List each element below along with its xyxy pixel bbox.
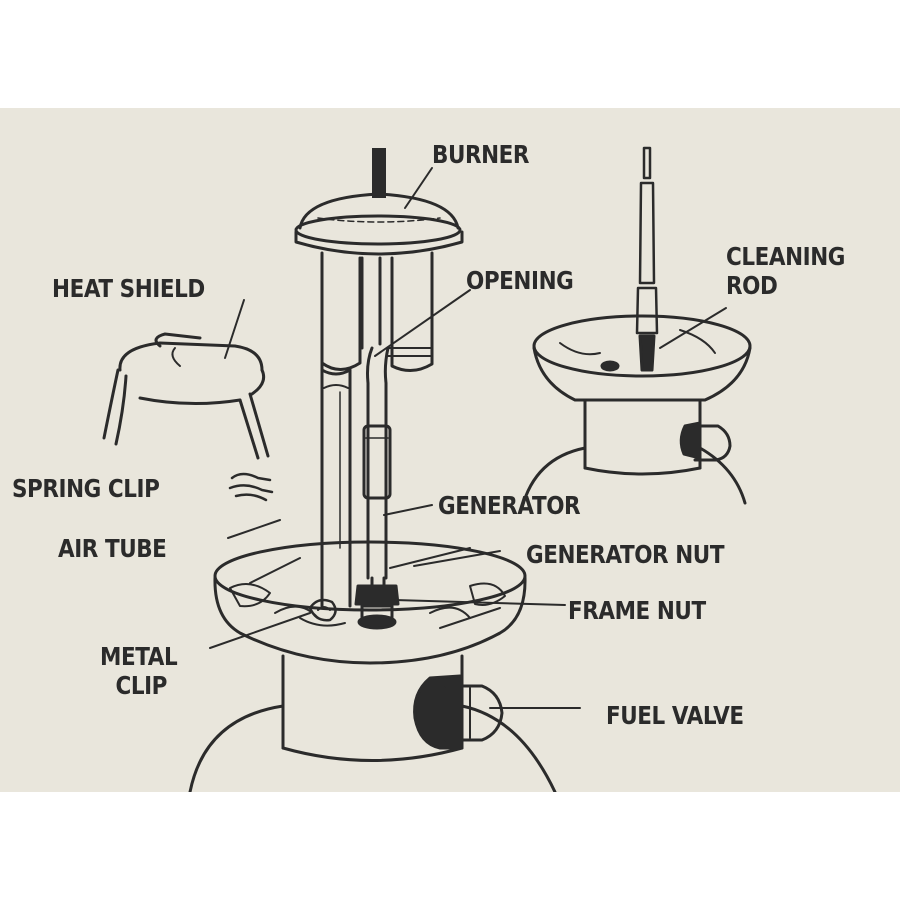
spring-clip: [228, 472, 274, 502]
leader-lines: [209, 167, 727, 709]
label-fuel-valve: FUEL VALVE: [606, 701, 744, 730]
label-air-tube: AIR TUBE: [58, 534, 167, 563]
generator-tube: [362, 346, 392, 588]
air-tube: [320, 361, 352, 608]
label-cleaning-rod-line2: ROD: [726, 271, 778, 300]
label-spring-clip: SPRING CLIP: [12, 474, 160, 503]
burner-cap: [294, 148, 464, 256]
label-cleaning-rod-line1: CLEANING: [726, 242, 846, 271]
label-heat-shield: HEAT SHIELD: [52, 274, 205, 303]
cleaning-rod: [635, 146, 659, 372]
fount: [188, 654, 557, 792]
label-frame-nut: FRAME NUT: [568, 596, 706, 625]
cleaning-detail-frame: [520, 314, 752, 510]
label-metal-clip-line1: METAL: [100, 642, 178, 671]
label-burner: BURNER: [432, 140, 530, 169]
metal-clip: [308, 598, 337, 622]
lantern-illustration: [102, 146, 752, 792]
label-opening: OPENING: [466, 266, 574, 295]
label-metal-clip-line2: CLIP: [115, 671, 167, 700]
label-cleaning-rod: CLEANING ROD: [726, 242, 845, 300]
label-metal-clip: METAL CLIP: [100, 642, 178, 700]
label-generator: GENERATOR: [438, 491, 581, 520]
label-generator-nut: GENERATOR NUT: [526, 540, 725, 569]
generator-nut: [354, 584, 400, 630]
heat-shield: [102, 332, 270, 460]
burner-tubes: [320, 251, 434, 372]
diagram-panel: BURNER CLEANING ROD HEAT SHIELD OPENING …: [0, 108, 900, 792]
frame: [213, 540, 527, 665]
